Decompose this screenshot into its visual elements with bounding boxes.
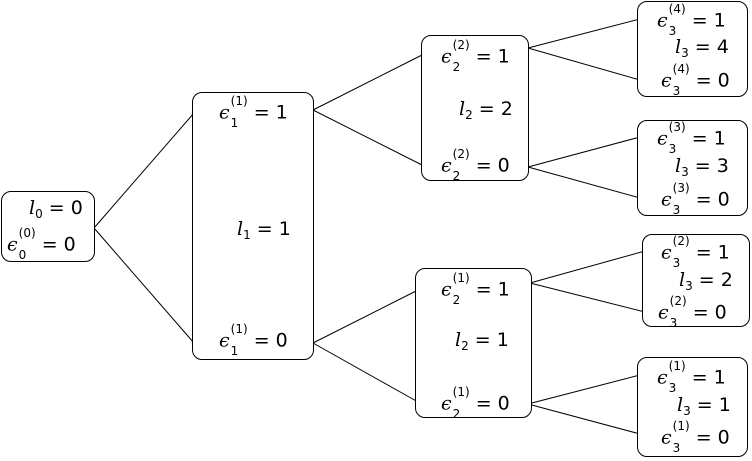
leaf-3-epsilon-zero-eq: ϵ(3)3 = 0	[661, 181, 730, 217]
leaf-3-epsilon-one-eq: ϵ(3)3 = 1	[657, 120, 726, 156]
leaf-1-epsilon-one-eq: ϵ(1)3 = 1	[657, 359, 726, 395]
leaf-1-l-eq: l3 = 1	[677, 394, 731, 418]
root-l-eq: l0 = 0	[29, 197, 83, 221]
level2-top-epsilon-one-eq: ϵ(2)2 = 1	[441, 38, 510, 74]
level2-top-epsilon-zero-eq: ϵ(2)2 = 0	[441, 147, 510, 183]
edge-root-to-e1-one	[93, 112, 195, 229]
edge-e1-zero-to-e2bot-one	[312, 289, 419, 344]
leaf-4-epsilon-one-eq: ϵ(4)3 = 1	[657, 2, 726, 38]
level1-epsilon-one-eq: ϵ(1)1 = 1	[219, 94, 288, 130]
edge-e1-one-to-e2top-one	[312, 53, 425, 111]
edge-e2top-one-to-leaf4-zero	[527, 47, 641, 81]
leaf-4-epsilon-zero-eq: ϵ(4)3 = 0	[661, 62, 730, 98]
level2-bottom-l-eq: l2 = 1	[455, 329, 509, 353]
edge-e2bot-zero-to-leaf1-one	[527, 374, 641, 405]
edge-e2bot-zero-to-leaf1-zero	[527, 403, 641, 435]
edge-e2top-one-to-leaf4-one	[527, 18, 641, 49]
leaf-2-node	[642, 234, 750, 327]
level2-top-node	[421, 35, 529, 181]
level2-bottom-node	[415, 268, 532, 418]
edge-e2top-zero-to-leaf3-one	[527, 136, 641, 168]
leaf-2-epsilon-one-eq: ϵ(2)3 = 1	[661, 234, 730, 270]
edge-e2top-zero-to-leaf3-zero	[527, 166, 641, 199]
level1-node	[192, 92, 314, 360]
leaf-3-l-eq: l3 = 3	[675, 155, 729, 179]
leaf-4-l-eq: l3 = 4	[675, 36, 729, 60]
leaf-3-node	[637, 120, 748, 216]
edge-e2bot-one-to-leaf2-one	[529, 250, 646, 284]
root-node	[1, 191, 95, 262]
leaf-1-node	[637, 357, 748, 457]
edge-e1-one-to-e2top-zero	[312, 109, 425, 167]
edge-root-to-e1-zero	[93, 227, 195, 344]
leaf-2-epsilon-zero-eq: ϵ(2)3 = 0	[658, 294, 727, 330]
level2-bottom-epsilon-one-eq: ϵ(1)2 = 1	[441, 271, 510, 307]
level2-bottom-epsilon-zero-eq: ϵ(1)2 = 0	[441, 385, 510, 421]
level1-epsilon-zero-eq: ϵ(1)1 = 0	[219, 322, 288, 358]
root-epsilon-eq: ϵ(0)0 = 0	[7, 226, 76, 262]
level2-top-l-eq: l2 = 2	[459, 98, 513, 122]
level1-l-eq: l1 = 1	[237, 218, 291, 242]
leaf-1-epsilon-zero-eq: ϵ(1)3 = 0	[661, 419, 730, 455]
edge-e2bot-one-to-leaf2-zero	[529, 282, 646, 313]
leaf-2-l-eq: l3 = 2	[679, 269, 733, 293]
edge-e1-zero-to-e2bot-zero	[312, 342, 419, 403]
leaf-4-node	[637, 1, 748, 97]
